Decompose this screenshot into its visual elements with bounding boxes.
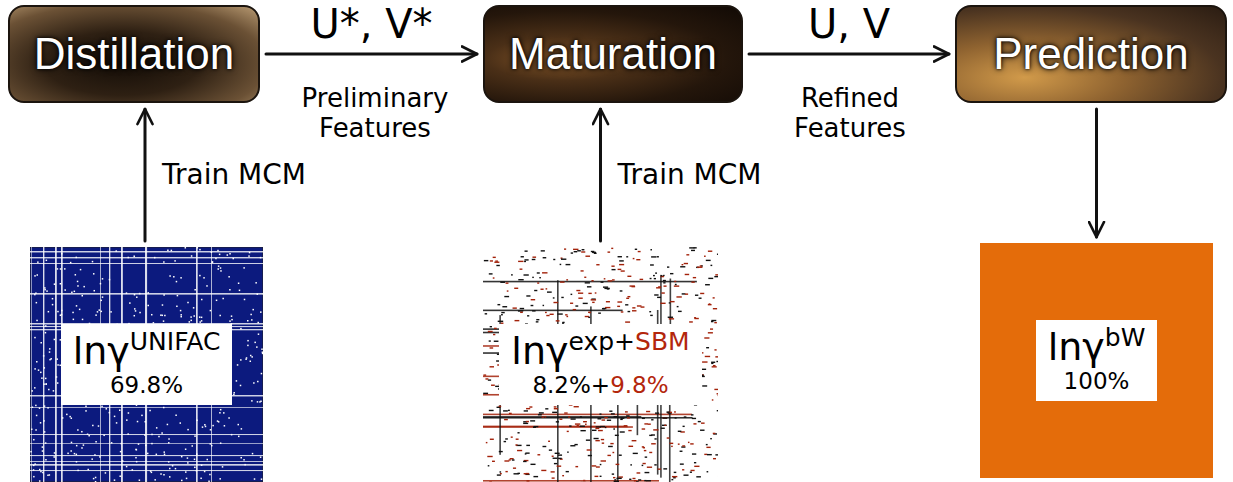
matrix-text: 69.8% (110, 372, 183, 398)
stage-title: Maturation (509, 29, 717, 79)
label-row: 8.2%+9.8% (511, 373, 689, 398)
matrix-text: 8.2%+ (532, 372, 610, 398)
matrix-label: lnγbW100% (1036, 320, 1158, 400)
label-row: lnγexp+SBM (511, 328, 689, 373)
matrix-fill (980, 243, 1213, 478)
matrix-text: exp+ (568, 327, 635, 356)
matrix-label: lnγexp+SBM8.2%+9.8% (499, 324, 701, 404)
matrix-box: lnγUNIFAC69.8% (30, 247, 263, 482)
flow-arrow (599, 109, 602, 241)
matrix-text: lnγ (511, 329, 568, 373)
matrix-text: 100% (1064, 368, 1130, 394)
matrix-text: lnγ (1048, 325, 1105, 369)
feature-label: Preliminary Features (285, 84, 465, 144)
stage-title: Prediction (993, 29, 1189, 79)
stage-title: Distillation (34, 29, 235, 79)
label-row: 100% (1048, 369, 1146, 394)
flow-arrow (144, 109, 147, 241)
flow-arrow (749, 53, 949, 56)
matrix-fill (483, 247, 718, 482)
stage-box: Distillation (8, 5, 260, 103)
label-row: lnγUNIFAC (73, 328, 221, 373)
flow-arrow (1095, 109, 1098, 237)
feature-label: Refined Features (780, 84, 920, 144)
label-row: lnγbW (1048, 324, 1146, 369)
flow-arrow (266, 53, 477, 56)
matrix-text: bW (1105, 323, 1146, 352)
matrix-box: lnγexp+SBM8.2%+9.8% (483, 247, 718, 482)
matrix-text: SBM (635, 327, 690, 356)
edge-label: U*, V* (307, 2, 435, 46)
matrix-fill (30, 247, 263, 482)
stage-box: Prediction (955, 5, 1227, 103)
edge-label: Train MCM (615, 160, 765, 191)
matrix-box: lnγbW100% (980, 243, 1213, 478)
matrix-text: 9.8% (610, 372, 668, 398)
stage-box: Maturation (483, 5, 743, 103)
edge-label: U, V (805, 2, 893, 46)
matrix-text: lnγ (73, 329, 130, 373)
matrix-entries (483, 247, 718, 482)
matrix-label: lnγUNIFAC69.8% (61, 324, 233, 404)
label-row: 69.8% (73, 373, 221, 398)
edge-label: Train MCM (159, 160, 309, 191)
matrix-gaps (30, 247, 263, 482)
matrix-text: UNIFAC (130, 327, 221, 356)
